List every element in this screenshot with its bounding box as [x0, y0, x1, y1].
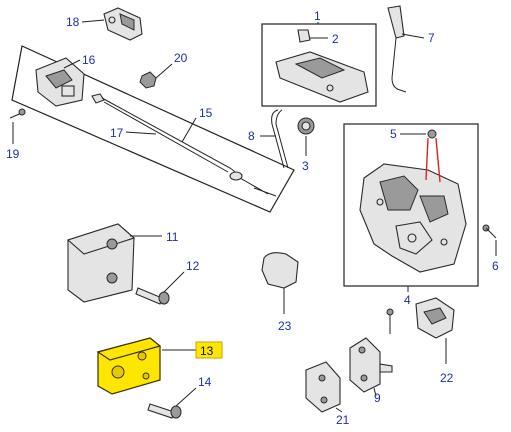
- callout-16[interactable]: 16: [82, 53, 96, 67]
- leader-16: [63, 59, 81, 69]
- part-1-exterior-handle[interactable]: [275, 51, 369, 103]
- callout-9[interactable]: 9: [374, 391, 381, 405]
- callout-20[interactable]: 20: [174, 51, 188, 65]
- callout-21[interactable]: 21: [336, 413, 350, 427]
- cable-group-box: [11, 45, 295, 213]
- part-11-striker-block[interactable]: [66, 223, 136, 303]
- callout-12[interactable]: 12: [186, 259, 200, 273]
- callout-23[interactable]: 23: [278, 319, 292, 333]
- handle-group-box: [261, 23, 377, 107]
- part-3-grommet[interactable]: [297, 117, 315, 135]
- callout-4[interactable]: 4: [404, 293, 411, 307]
- leader-14: [175, 387, 197, 407]
- part-17-cable[interactable]: [91, 93, 277, 197]
- callout-3[interactable]: 3: [302, 159, 309, 173]
- callout-22[interactable]: 22: [440, 371, 454, 385]
- leader-12: [163, 271, 185, 293]
- leader-18: [81, 19, 105, 23]
- callout-17[interactable]: 17: [110, 126, 124, 140]
- part-8-rod[interactable]: [271, 109, 289, 169]
- leader-21: [335, 407, 343, 413]
- screw-near-9[interactable]: [386, 308, 394, 334]
- leader-20: [155, 63, 173, 79]
- callout-5[interactable]: 5: [390, 127, 397, 141]
- part-6-screw[interactable]: [482, 224, 497, 239]
- callout-19[interactable]: 19: [6, 147, 20, 161]
- leader-15: [181, 117, 197, 143]
- part-14-bolt[interactable]: [147, 403, 182, 419]
- part-20-nut[interactable]: [139, 71, 157, 89]
- callout-14[interactable]: 14: [198, 375, 212, 389]
- part-13-striker-plate[interactable]: [96, 337, 162, 395]
- callout-8[interactable]: 8: [248, 129, 255, 143]
- part-22-latch[interactable]: [415, 297, 455, 339]
- callout-1[interactable]: 1: [314, 9, 321, 23]
- callout-13[interactable]: 13: [200, 344, 214, 358]
- callout-11[interactable]: 11: [166, 230, 179, 244]
- callout-15[interactable]: 15: [199, 106, 213, 120]
- leader-7: [401, 33, 425, 39]
- callout-6[interactable]: 6: [492, 259, 499, 273]
- leader-9: [373, 387, 377, 397]
- part-7-rod[interactable]: [387, 5, 407, 93]
- callout-18[interactable]: 18: [66, 15, 80, 29]
- callout-2[interactable]: 2: [332, 32, 339, 46]
- callout-7[interactable]: 7: [428, 31, 435, 45]
- part-4-lock-mechanism[interactable]: [359, 163, 467, 273]
- callout-13-highlight: [195, 341, 223, 359]
- lock-group-box: [343, 123, 479, 287]
- part-2-clip[interactable]: [297, 29, 311, 43]
- part-23-cap[interactable]: [261, 252, 299, 289]
- part-21-plate[interactable]: [305, 361, 341, 413]
- part-9-striker[interactable]: [349, 337, 393, 393]
- part-5-actuator[interactable]: [425, 129, 441, 183]
- part-18-bracket[interactable]: [103, 7, 143, 41]
- leader-17: [125, 131, 157, 135]
- part-16-handle[interactable]: [35, 57, 85, 107]
- part-19-screw[interactable]: [9, 108, 26, 119]
- part-12-bolt[interactable]: [135, 287, 170, 305]
